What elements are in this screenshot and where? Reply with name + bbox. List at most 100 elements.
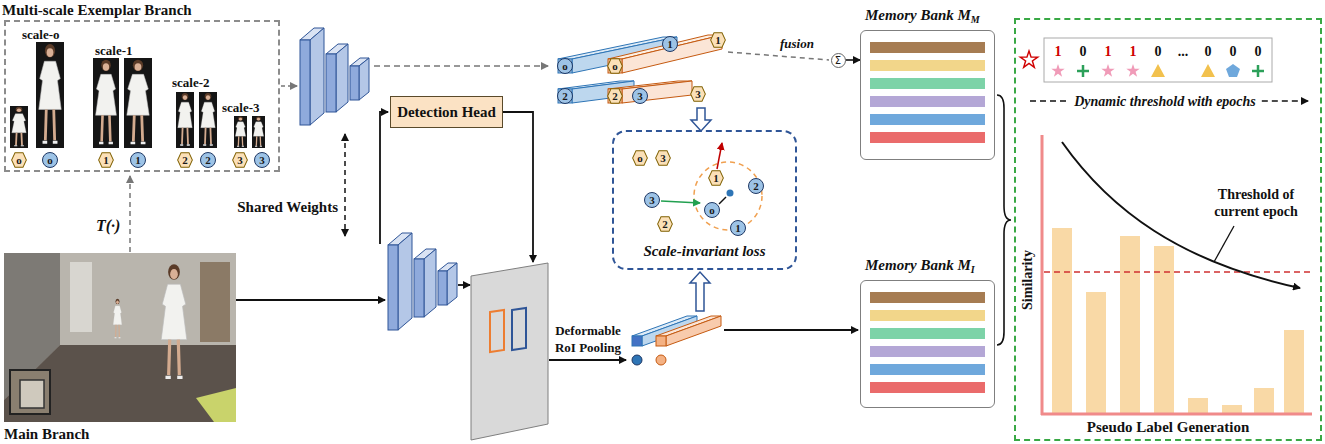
marker-label: 1 — [735, 223, 741, 234]
caption-wrap: Pseudo Label Generation — [1016, 418, 1320, 436]
marker-label: 2 — [182, 155, 188, 166]
transform-label: T(·) — [96, 217, 120, 234]
marker-label: o — [612, 61, 618, 72]
label-wrap: ... — [1178, 42, 1189, 60]
scale-label: scale-3 — [222, 100, 260, 115]
hexagon-marker: 1 — [710, 32, 726, 48]
marker-label: 3 — [649, 195, 655, 206]
marker-label: Σ — [835, 55, 841, 66]
circle-marker: o — [42, 152, 58, 168]
marker-label: 3 — [259, 155, 265, 166]
node-label: Memory Bank M — [865, 7, 971, 23]
marker-label: 3 — [695, 89, 701, 100]
circle-marker: 2 — [557, 88, 573, 104]
label-wrap: Shared Weights — [237, 198, 338, 216]
node-label: Multi-scale Exemplar Branch — [2, 2, 192, 18]
scale-label: scale-1 — [95, 43, 133, 58]
hexagon-marker: 1 — [98, 152, 114, 168]
label-wrap: T(·) — [96, 217, 120, 235]
hexagon-marker: o — [11, 152, 27, 168]
label-wrap: Dynamic threshold with epochs — [1074, 92, 1256, 110]
hexagon-marker: 3 — [655, 150, 671, 166]
label-wrap: scale-2 — [172, 73, 210, 91]
marker-label: o — [47, 155, 53, 166]
label-wrap: 0 — [1205, 42, 1212, 60]
label-wrap: 0 — [1230, 42, 1237, 60]
circle-marker: 2 — [200, 152, 216, 168]
pseudo-label-box: Pseudo Label Generation — [1014, 18, 1322, 441]
label-wrap: 1 — [1055, 42, 1062, 60]
circle-marker: 1 — [130, 152, 146, 168]
label-wrap: 1 — [1130, 42, 1137, 60]
label-wrap: Threshold of current epoch — [1196, 186, 1316, 220]
node-label: Memory Bank M — [865, 257, 971, 273]
process-box: Detection Head — [390, 96, 503, 128]
scale-label: scale-2 — [172, 75, 210, 90]
marker-label: 2 — [205, 155, 211, 166]
marker-label: 2 — [753, 181, 759, 192]
hexagon-marker: 2 — [177, 152, 193, 168]
hexagon-marker: 2 — [657, 216, 673, 232]
marker-label: 2 — [562, 91, 568, 102]
node-label: Pseudo Label Generation — [1087, 419, 1250, 435]
label-wrap: scale-1 — [95, 41, 133, 59]
circle-marker: 1 — [730, 220, 746, 236]
marker-label: 1 — [103, 155, 109, 166]
label-wrap: 1 — [1105, 42, 1112, 60]
label-value: 0 — [1155, 44, 1162, 59]
marker-label: 1 — [667, 39, 673, 50]
marker-label: o — [709, 205, 715, 216]
caption-wrap: Scale-invariant loss — [614, 242, 795, 260]
label-wrap: 0 — [1080, 42, 1087, 60]
memory-bank: Memory Bank MM — [860, 30, 995, 160]
hexagon-marker: o — [607, 58, 623, 74]
marker-label: o — [562, 61, 568, 72]
circle-marker: o — [557, 58, 573, 74]
hexagon-marker: 3 — [690, 86, 706, 102]
label-value: 0 — [1230, 44, 1237, 59]
sum-circle: Σ — [831, 53, 846, 68]
loss-box: Scale-invariant loss o 3 3 1 2 o 1 2 — [612, 130, 797, 270]
axis-label: Similarity — [1020, 250, 1035, 310]
memory-bank: Memory Bank MI — [860, 280, 995, 408]
label-value: 0 — [1205, 44, 1212, 59]
circle-marker: 1 — [662, 36, 678, 52]
label-wrap: Similarity — [1018, 250, 1036, 310]
marker-label: o — [637, 153, 643, 164]
annotation: fusion — [780, 36, 814, 51]
annotation: Shared Weights — [237, 199, 338, 215]
annotation: Deformable RoI Pooling — [555, 323, 621, 355]
node-label: I — [971, 264, 975, 275]
heading-wrap: Memory Bank MM — [865, 6, 980, 25]
circle-marker: 3 — [644, 192, 660, 208]
label-wrap: fusion — [780, 34, 814, 52]
marker-label: 1 — [135, 155, 141, 166]
circle-marker: 2 — [748, 178, 764, 194]
hexagon-marker: 1 — [708, 170, 724, 186]
label-value: 1 — [1105, 44, 1112, 59]
hexagon-marker: o — [632, 150, 648, 166]
label-value: 0 — [1255, 44, 1262, 59]
label-wrap: 0 — [1155, 42, 1162, 60]
label-value: ... — [1178, 44, 1189, 59]
node-label: Detection Head — [397, 104, 496, 121]
annotation: Threshold of current epoch — [1214, 187, 1297, 219]
hexagon-marker: 3 — [232, 152, 248, 168]
hexagon-marker: 2 — [607, 88, 623, 104]
marker-label: 3 — [237, 155, 243, 166]
circle-marker: 3 — [632, 88, 648, 104]
scale-label: scale-o — [22, 27, 60, 42]
node-label: Scale-invariant loss — [643, 243, 765, 259]
label-wrap: Deformable RoI Pooling — [548, 322, 628, 356]
marker-label: 3 — [637, 91, 643, 102]
marker-label: 1 — [715, 35, 721, 46]
marker-label: 1 — [713, 173, 719, 184]
label-wrap: scale-3 — [222, 98, 260, 116]
heading-wrap: Multi-scale Exemplar Branch — [2, 1, 192, 19]
heading-wrap: Memory Bank MI — [865, 256, 975, 275]
label-wrap: Main Branch — [4, 425, 89, 443]
label-value: 1 — [1130, 44, 1137, 59]
label-value: 0 — [1080, 44, 1087, 59]
connector — [846, 59, 861, 61]
